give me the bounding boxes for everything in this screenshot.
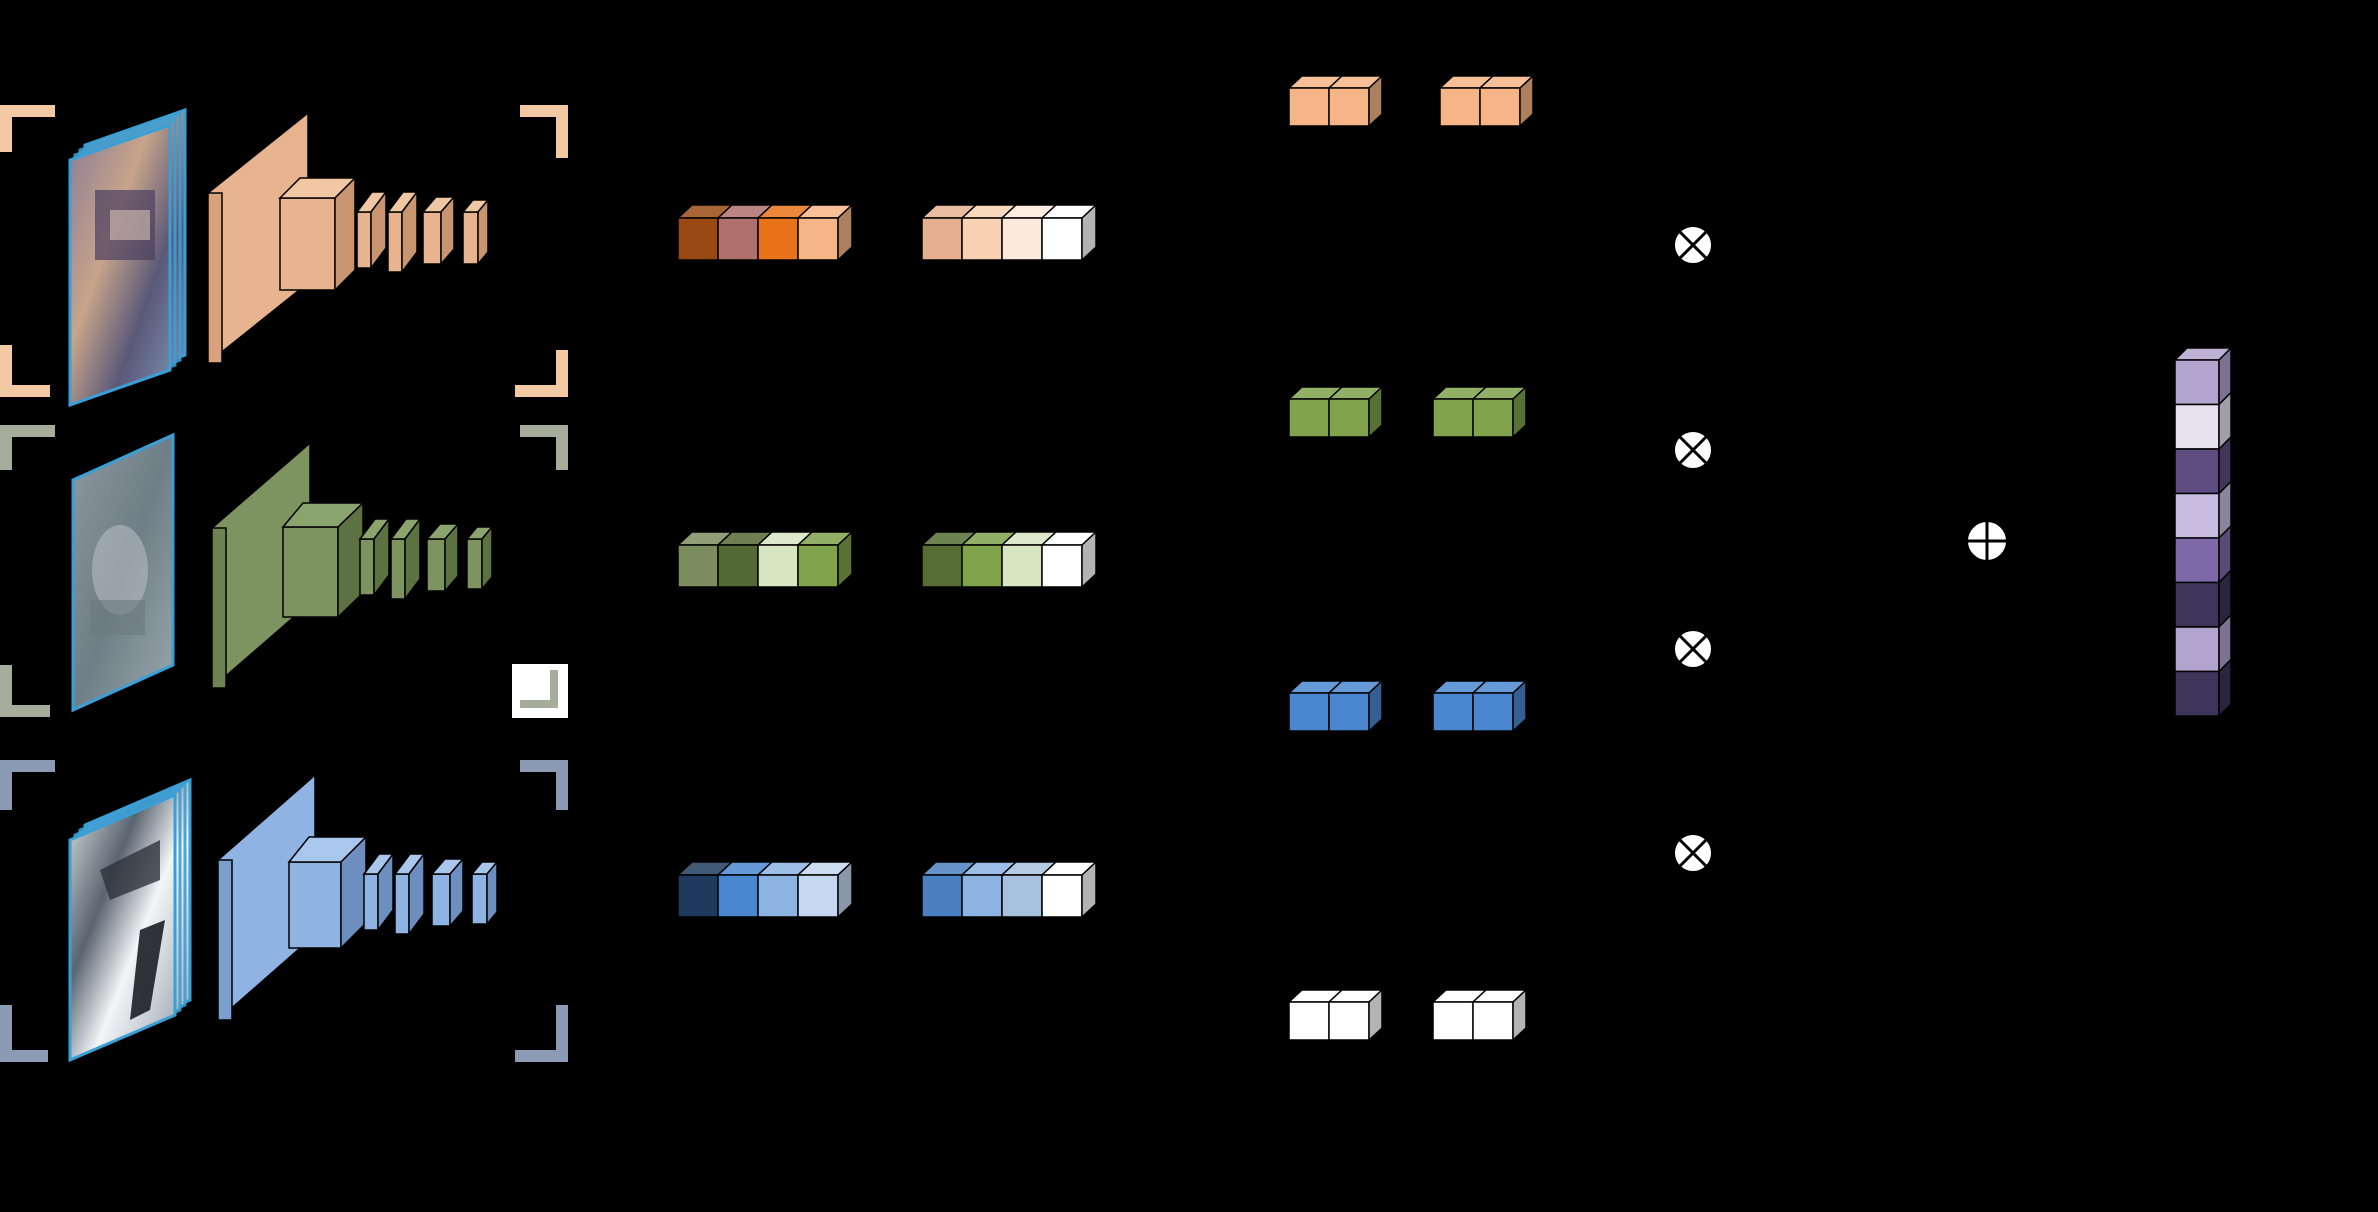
bracket-bottom-left (0, 665, 50, 717)
mini-left-depth-cell-1 (1287, 386, 1344, 438)
feature-a-rgb-cell-2 (716, 204, 774, 261)
stream-flow (0, 760, 1098, 1063)
bracket-bottom-right-highlight (512, 664, 568, 718)
mini-block-rgb-right (1438, 74, 1535, 128)
mini-right-extra-cell-2 (1471, 989, 1528, 1041)
mini-right-rgb-side-face (1519, 74, 1534, 128)
feature-vector-b-rgb (920, 203, 1098, 262)
output-cell-8 (2174, 657, 2232, 718)
feature-a-flow-side-face (837, 860, 853, 919)
mini-right-extra-side-face (1512, 988, 1527, 1042)
bracket-top-right (520, 105, 568, 158)
mini-block-depth-left (1287, 385, 1384, 439)
feature-vector-a-flow (676, 860, 854, 919)
feature-vector-a-rgb (676, 203, 854, 262)
cnn-encoder-rgb (207, 111, 490, 365)
bracket-bottom-left (0, 345, 50, 397)
feature-b-flow-cell-3 (1000, 861, 1058, 918)
feature-b-rgb-cell-4 (1040, 204, 1098, 261)
mini-right-flow-side-face (1512, 679, 1527, 733)
mini-left-flow-cell-1 (1287, 680, 1344, 732)
mini-left-extra-side-face (1368, 988, 1383, 1042)
operator-group (1673, 225, 2008, 873)
output-cell-3 (2174, 435, 2232, 496)
mini-block-rgb-left (1287, 74, 1384, 128)
mini-left-extra-cell-1 (1287, 989, 1344, 1041)
mini-right-depth-side-face (1512, 385, 1527, 439)
mini-left-flow-side-face (1368, 679, 1383, 733)
feature-b-depth-cell-1 (920, 531, 978, 588)
multiply-operator-3 (1673, 629, 1713, 669)
mini-right-flow-cell-1 (1431, 680, 1488, 732)
feature-b-rgb-cell-1 (920, 204, 978, 261)
bracket-group-rgb (0, 105, 568, 397)
bracket-bottom-left (0, 1005, 48, 1062)
feature-b-depth-side-face (1081, 530, 1097, 589)
output-cell-1 (2173, 346, 2233, 407)
mini-left-rgb-cell-2 (1327, 75, 1384, 127)
stream-rgb (0, 105, 1098, 408)
feature-b-depth-cell-2 (960, 531, 1018, 588)
feature-a-flow-cell-4 (796, 861, 854, 918)
feature-b-depth-cell-3 (1000, 531, 1058, 588)
output-cell-6 (2174, 568, 2232, 629)
mini-right-flow-cell-2 (1471, 680, 1528, 732)
stream-depth (0, 425, 1098, 718)
bracket-top-left (0, 105, 55, 152)
bracket-top-left (0, 425, 55, 470)
input-frames-rgb (68, 107, 187, 408)
mini-left-depth-side-face (1368, 385, 1383, 439)
feature-a-depth-side-face (837, 530, 853, 589)
mini-left-rgb-side-face (1368, 74, 1383, 128)
feature-a-rgb-cell-3 (756, 204, 814, 261)
feature-b-rgb-side-face (1081, 203, 1097, 262)
multiply-operator-4 (1673, 833, 1713, 873)
mini-block-extra-right (1431, 988, 1528, 1042)
output-cell-4 (2174, 479, 2232, 540)
bracket-bottom-right (515, 350, 568, 397)
feature-a-rgb-cell-4 (796, 204, 854, 261)
add-operator (1966, 520, 2008, 562)
feature-vector-a-depth (676, 530, 854, 589)
feature-b-flow-cell-2 (960, 861, 1018, 918)
input-frames-flow (68, 777, 192, 1063)
mini-block-depth-right (1431, 385, 1528, 439)
cnn-encoder-depth (211, 441, 494, 690)
bracket-group-depth (0, 425, 568, 717)
attention-blocks (1287, 74, 1535, 1042)
multiply-operator-1 (1673, 225, 1713, 265)
feature-a-flow-cell-1 (676, 861, 734, 918)
mini-block-flow-right (1431, 679, 1528, 733)
bracket-top-right (520, 425, 568, 470)
feature-b-flow-side-face (1081, 860, 1097, 919)
bracket-group-flow (0, 760, 568, 1062)
feature-b-rgb-cell-3 (1000, 204, 1058, 261)
mini-right-depth-cell-2 (1471, 386, 1528, 438)
bracket-bottom-right (515, 1005, 568, 1062)
bracket-top-left (0, 760, 55, 810)
mini-right-rgb-cell-1 (1438, 75, 1495, 127)
cnn-encoder-flow (217, 773, 499, 1022)
feature-a-rgb-cell-1 (676, 204, 734, 261)
feature-a-flow-cell-3 (756, 861, 814, 918)
feature-a-depth-cell-2 (716, 531, 774, 588)
multiply-operator-2 (1673, 430, 1713, 470)
output-cell-2 (2174, 390, 2232, 451)
output-vector (2173, 346, 2233, 718)
mini-block-flow-left (1287, 679, 1384, 733)
feature-vector-b-depth (920, 530, 1098, 589)
bracket-top-right (520, 760, 568, 810)
feature-vector-b-flow (920, 860, 1098, 919)
mini-left-flow-cell-2 (1327, 680, 1384, 732)
feature-a-rgb-side-face (837, 203, 853, 262)
input-frame-depth (71, 432, 175, 713)
mini-right-rgb-cell-2 (1478, 75, 1535, 127)
feature-a-depth-cell-1 (676, 531, 734, 588)
mini-block-extra-left (1287, 988, 1384, 1042)
